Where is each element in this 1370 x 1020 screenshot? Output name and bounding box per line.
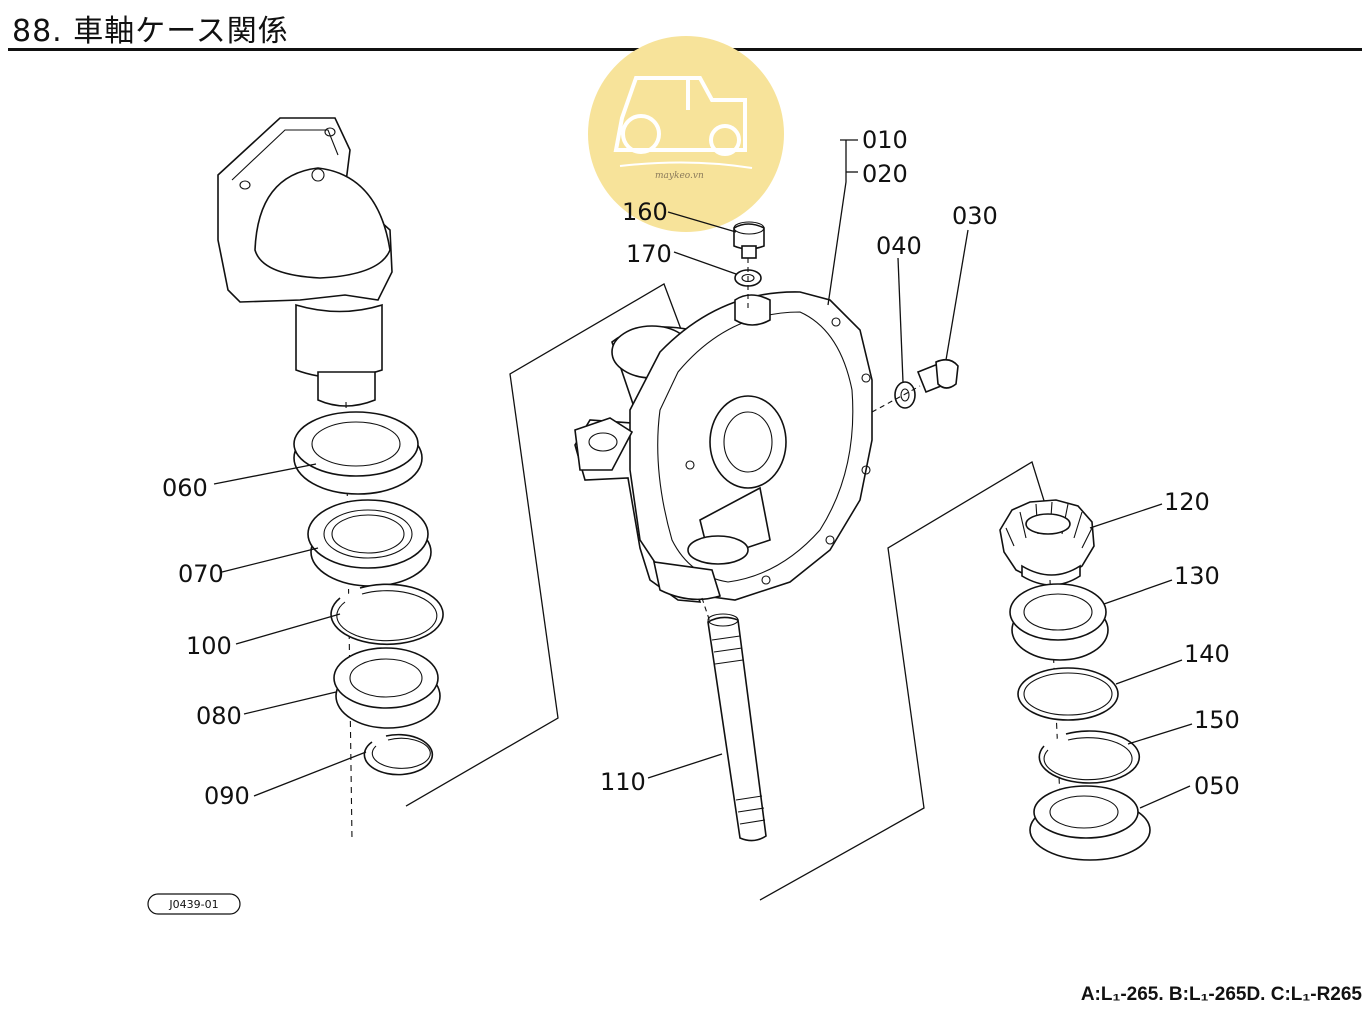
- group-bracket-left: [405, 283, 701, 807]
- ball-bearing-130: [1009, 583, 1109, 661]
- callout-030: 030: [952, 202, 998, 230]
- model-applicability-note: A:L₁-265. B:L₁-265D. C:L₁-R265: [1080, 984, 1362, 1005]
- callout-060: 060: [162, 474, 208, 502]
- page-title: 88. 車軸ケース関係: [12, 14, 289, 49]
- callout-130: 130: [1174, 562, 1220, 590]
- group-bracket-right: [759, 461, 1051, 901]
- snap-ring-100: [330, 583, 444, 646]
- callout-140: 140: [1184, 640, 1230, 668]
- callout-040: 040: [876, 232, 922, 260]
- watermark-logo: maykeo.vn: [588, 36, 784, 232]
- callout-020: 020: [862, 160, 908, 188]
- leader-lines: [213, 139, 1193, 809]
- callout-070: 070: [178, 560, 224, 588]
- callout-110: 110: [600, 768, 646, 796]
- bevel-gear-120: [999, 499, 1095, 586]
- callout-080: 080: [196, 702, 242, 730]
- plug-160: [733, 221, 765, 259]
- shaft-110: [707, 613, 767, 842]
- axle-cover-part: [217, 117, 393, 407]
- callout-050: 050: [1194, 772, 1240, 800]
- callout-170: 170: [626, 240, 672, 268]
- callout-150: 150: [1194, 706, 1240, 734]
- oil-seal-060: [293, 411, 423, 495]
- callout-160: 160: [622, 198, 668, 226]
- figure-code: J0439-01: [168, 898, 218, 911]
- watermark-text: maykeo.vn: [655, 171, 704, 181]
- snap-ring-090: [363, 733, 434, 776]
- callout-120: 120: [1164, 488, 1210, 516]
- ball-bearing-070: [307, 499, 432, 587]
- bolt-030: [916, 358, 959, 394]
- ring-140: [1017, 667, 1119, 721]
- ball-bearing-080: [333, 647, 441, 729]
- callout-010: 010: [862, 126, 908, 154]
- callout-090: 090: [204, 782, 250, 810]
- figure-code-badge: J0439-01: [147, 893, 241, 915]
- snap-ring-150: [1038, 730, 1141, 784]
- callout-100: 100: [186, 632, 232, 660]
- washer-040: [894, 381, 916, 409]
- oil-seal-050: [1029, 785, 1151, 861]
- axle-case-housing: [574, 291, 873, 603]
